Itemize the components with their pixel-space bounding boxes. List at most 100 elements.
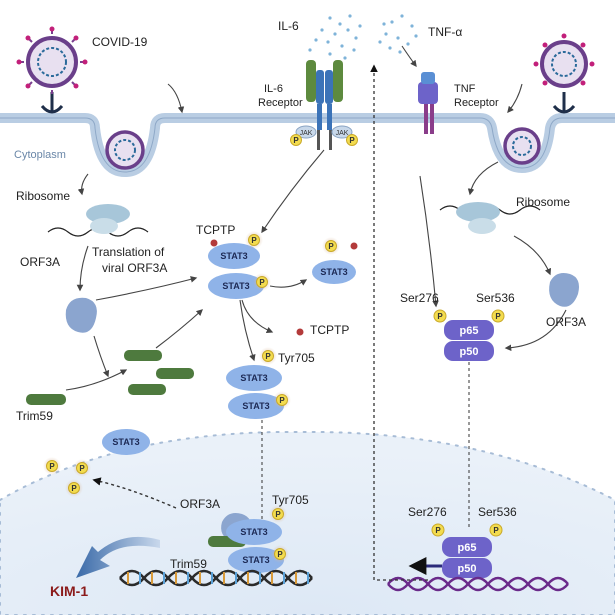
p-icon: P	[43, 457, 61, 475]
svg-text:P: P	[259, 278, 265, 287]
dna-helix-left	[119, 569, 313, 587]
label-tyr705-mid: Tyr705	[278, 351, 315, 365]
svg-text:P: P	[493, 526, 499, 535]
orf3a-left	[65, 297, 97, 333]
kim1-arrow	[76, 536, 160, 578]
svg-text:STAT3: STAT3	[220, 251, 247, 261]
p-icon: P	[73, 459, 91, 477]
tcptp-dot	[210, 239, 218, 247]
il6-receptor	[306, 60, 343, 150]
svg-text:JAK: JAK	[300, 130, 313, 137]
svg-text:STAT3: STAT3	[112, 437, 139, 447]
svg-text:P: P	[293, 136, 299, 145]
label-translation: viral ORF3A	[102, 261, 167, 275]
virus-icon-top-left	[16, 26, 88, 114]
label-ser536-bottom: Ser536	[478, 505, 517, 519]
label-tyr705-nucleus: Tyr705	[272, 493, 309, 507]
svg-text:STAT3: STAT3	[240, 373, 267, 383]
svg-text:P: P	[49, 462, 55, 471]
il6-cytokine-dots	[308, 14, 362, 60]
label-trim59-left: Trim59	[16, 409, 53, 423]
stat3-dimer-mid: STAT3 STAT3	[226, 365, 284, 419]
label-orf3a-left: ORF3A	[20, 255, 60, 269]
p-icon: P	[65, 479, 83, 497]
tcptp-dot	[296, 328, 304, 336]
p-icon: P	[259, 347, 277, 365]
stat3-dimer-top: STAT3 STAT3	[208, 243, 264, 299]
p-icon: P	[273, 391, 291, 409]
p-icon: P	[290, 134, 302, 146]
virus-icon-endosome-left	[105, 130, 145, 170]
arrow-lines	[65, 45, 567, 391]
trim59-rod	[26, 394, 66, 405]
svg-text:P: P	[328, 242, 334, 251]
label-tcptp-free: TCPTP	[310, 323, 349, 337]
svg-text:STAT3: STAT3	[240, 527, 267, 537]
svg-text:P: P	[265, 352, 271, 361]
label-tnf-receptor: Receptor	[454, 97, 499, 109]
label-ribosome-left: Ribosome	[16, 189, 70, 203]
nfkb-complex-bottom: p65 p50 P P	[431, 523, 503, 578]
label-ribosome-right: Ribosome	[516, 195, 570, 209]
svg-text:P: P	[79, 464, 85, 473]
tcptp-dot	[350, 242, 358, 250]
label-il6-receptor: Receptor	[258, 97, 303, 109]
label-ser276-bottom: Ser276	[408, 505, 447, 519]
label-tcptp-top: TCPTP	[196, 223, 235, 237]
svg-text:p65: p65	[460, 325, 479, 337]
label-ser536-top: Ser536	[476, 291, 515, 305]
orf3a-right	[549, 273, 579, 307]
label-trim59-nucleus: Trim59	[170, 557, 207, 571]
virus-icon-top-right	[533, 33, 595, 114]
p-icon: P	[271, 545, 289, 563]
p-icon: P	[346, 134, 358, 146]
p-icon: P	[245, 231, 263, 249]
svg-text:p65: p65	[458, 542, 477, 554]
svg-text:P: P	[251, 236, 257, 245]
trim59-rod	[124, 350, 162, 361]
p-icon: P	[253, 273, 271, 291]
nfkb-complex-top: p65 p50 P P	[433, 309, 505, 361]
stat3-dimer-nucleus: STAT3 STAT3	[226, 519, 284, 573]
svg-text:P: P	[277, 550, 283, 559]
stat3-free-left: STAT3	[102, 429, 150, 455]
label-kim1: KIM-1	[50, 583, 88, 599]
label-ser276-top: Ser276	[400, 291, 439, 305]
ribosome-right	[439, 202, 541, 234]
stat3-free-top: STAT3	[312, 260, 356, 284]
trim59-rod	[128, 384, 166, 395]
svg-text:STAT3: STAT3	[222, 281, 249, 291]
svg-text:P: P	[437, 312, 443, 321]
svg-text:JAK: JAK	[336, 130, 349, 137]
label-orf3a-right: ORF3A	[546, 315, 586, 329]
p-icon: P	[322, 237, 340, 255]
label-cytoplasm: Cytoplasm	[14, 149, 66, 161]
label-tnf-receptor: TNF	[454, 83, 476, 95]
dashed-lines	[92, 64, 470, 581]
svg-text:P: P	[275, 510, 281, 519]
tnfa-cytokine-dots	[378, 14, 418, 54]
svg-text:STAT3: STAT3	[242, 555, 269, 565]
label-covid: COVID-19	[92, 35, 148, 49]
svg-text:P: P	[435, 526, 441, 535]
svg-text:P: P	[71, 484, 77, 493]
svg-text:STAT3: STAT3	[320, 267, 347, 277]
svg-text:p50: p50	[458, 563, 477, 575]
svg-text:P: P	[279, 396, 285, 405]
label-il6-receptor: IL-6	[264, 83, 283, 95]
svg-text:P: P	[495, 312, 501, 321]
svg-text:STAT3: STAT3	[242, 401, 269, 411]
jak-left: JAK	[295, 125, 317, 139]
svg-text:P: P	[349, 136, 355, 145]
tnf-receptor	[418, 72, 438, 134]
label-il6: IL-6	[278, 19, 299, 33]
virus-icon-endosome-right	[503, 127, 541, 165]
ribosome-left	[47, 204, 149, 237]
label-tnfa: TNF-α	[428, 25, 462, 39]
label-translation: Translation of	[92, 245, 165, 259]
label-orf3a-nucleus: ORF3A	[180, 497, 220, 511]
jak-right: JAK	[331, 125, 353, 139]
p-icon: P	[269, 505, 287, 523]
cell-membrane	[0, 113, 615, 178]
